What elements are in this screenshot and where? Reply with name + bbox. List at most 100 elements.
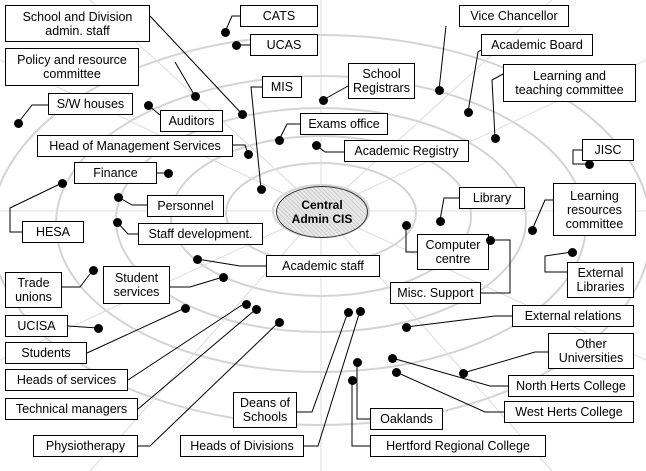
dot-exams-office <box>274 135 284 145</box>
dot-policy <box>190 91 200 101</box>
node-hesa: HESA <box>22 221 84 243</box>
dot-oaklands <box>352 357 362 367</box>
connector-misc-support <box>481 239 511 294</box>
connector-trade-unions <box>62 269 94 288</box>
node-students: Students <box>5 342 87 364</box>
node-external-relations: External relations <box>512 305 634 327</box>
dot-library <box>435 216 445 226</box>
node-north-herts: North Herts College <box>508 375 634 397</box>
dot-physiotherapy <box>274 317 284 327</box>
connector-academic-staff <box>196 258 266 267</box>
dot-school-division <box>237 109 247 119</box>
dot-sw-houses <box>13 118 23 128</box>
node-ucas: UCAS <box>250 34 318 56</box>
dot-vice-chancellor <box>434 85 444 95</box>
dot-personnel <box>113 192 123 202</box>
dot-hesa <box>57 178 67 188</box>
connector-oaklands <box>356 362 370 420</box>
node-heads-services: Heads of services <box>5 369 128 391</box>
node-school-division-staff: School and Division admin. staff <box>5 5 150 42</box>
node-mis: MIS <box>262 76 302 98</box>
connector-policy <box>174 61 196 97</box>
node-personnel: Personnel <box>147 195 224 217</box>
connector-hertford-regional <box>351 380 370 447</box>
dot-trade-unions <box>88 265 98 275</box>
node-learning-teaching: Learning and teaching committee <box>503 64 636 102</box>
connector-lines <box>9 15 589 447</box>
connector-student-services <box>164 276 224 288</box>
dot-west-herts <box>391 367 401 377</box>
node-head-management: Head of Management Services <box>37 135 233 157</box>
connector-learning-resources <box>531 199 553 231</box>
node-jisc: JISC <box>582 139 634 161</box>
dot-learning-teaching <box>490 133 500 143</box>
node-library: Library <box>459 187 525 209</box>
node-computer-centre: Computer centre <box>417 234 489 270</box>
node-external-libraries: External Libraries <box>567 262 634 298</box>
dot-academic-board <box>463 107 473 117</box>
dot-staff-development <box>112 217 122 227</box>
dot-heads-services <box>241 299 251 309</box>
node-academic-staff: Academic staff <box>266 255 380 277</box>
dot-other-universities <box>458 368 468 378</box>
connector-north-herts <box>391 357 508 387</box>
dot-mis <box>256 184 266 194</box>
connector-jisc <box>572 149 589 165</box>
connector-external-libraries <box>544 251 573 273</box>
dot-heads-divisions <box>355 306 365 316</box>
node-west-herts: West Herts College <box>504 401 634 423</box>
dot-misc-support <box>485 235 495 245</box>
connector-students <box>86 307 186 354</box>
connector-personnel <box>117 196 147 206</box>
connector-sw-houses <box>17 104 48 124</box>
dot-hertford-regional <box>347 375 357 385</box>
node-misc-support: Misc. Support <box>390 282 481 304</box>
connector-deans <box>297 311 349 413</box>
dot-academic-staff <box>192 254 202 264</box>
node-oaklands: Oaklands <box>370 408 443 430</box>
node-academic-registry: Academic Registry <box>344 140 469 162</box>
node-finance: Finance <box>74 162 157 184</box>
node-other-universities: Other Universities <box>548 333 634 369</box>
dot-jisc <box>584 159 594 169</box>
node-deans: Deans of Schools <box>233 392 297 428</box>
connector-computer-centre <box>405 225 417 253</box>
connector-cats <box>224 15 240 33</box>
dot-deans <box>343 307 353 317</box>
connector-technical-managers <box>137 309 256 410</box>
node-physiotherapy: Physiotherapy <box>33 435 138 457</box>
connector-west-herts <box>395 371 504 413</box>
connector-vice-chancellor <box>438 25 447 91</box>
connector-ucisa <box>67 325 99 329</box>
connector-physiotherapy <box>138 321 280 447</box>
node-staff-development: Staff development. <box>138 223 263 245</box>
node-ucisa: UCISA <box>5 315 68 337</box>
node-learning-resources: Learning resources committee <box>553 183 636 236</box>
connector-mis <box>250 86 262 190</box>
dot-ucas <box>231 40 241 50</box>
connector-learning-teaching <box>491 73 504 139</box>
connector-other-universities <box>462 351 548 374</box>
node-vice-chancellor: Vice Chancellor <box>459 5 569 27</box>
dot-student-services <box>218 272 228 282</box>
dot-head-management <box>243 149 253 159</box>
dot-computer-centre <box>401 220 411 230</box>
node-cats: CATS <box>240 5 318 27</box>
dot-external-relations <box>401 322 411 332</box>
dot-auditors <box>143 100 153 110</box>
dot-ucisa <box>93 323 103 333</box>
dot-external-libraries <box>567 247 577 257</box>
node-sw-houses: S/W houses <box>48 93 133 115</box>
dot-students <box>180 303 190 313</box>
node-student-services: Student services <box>103 266 170 304</box>
node-school-registrars: School Registrars <box>348 63 415 99</box>
dot-learning-resources <box>527 225 537 235</box>
node-hertford-regional: Hertford Regional College <box>370 435 546 457</box>
dot-cats <box>220 27 230 37</box>
node-trade-unions: Trade unions <box>5 272 62 308</box>
node-policy-committee: Policy and resource committee <box>5 48 139 86</box>
connector-exams-office <box>278 123 300 141</box>
dot-finance <box>163 168 173 178</box>
connector-staff-development <box>116 221 138 235</box>
dot-academic-registry <box>311 140 321 150</box>
